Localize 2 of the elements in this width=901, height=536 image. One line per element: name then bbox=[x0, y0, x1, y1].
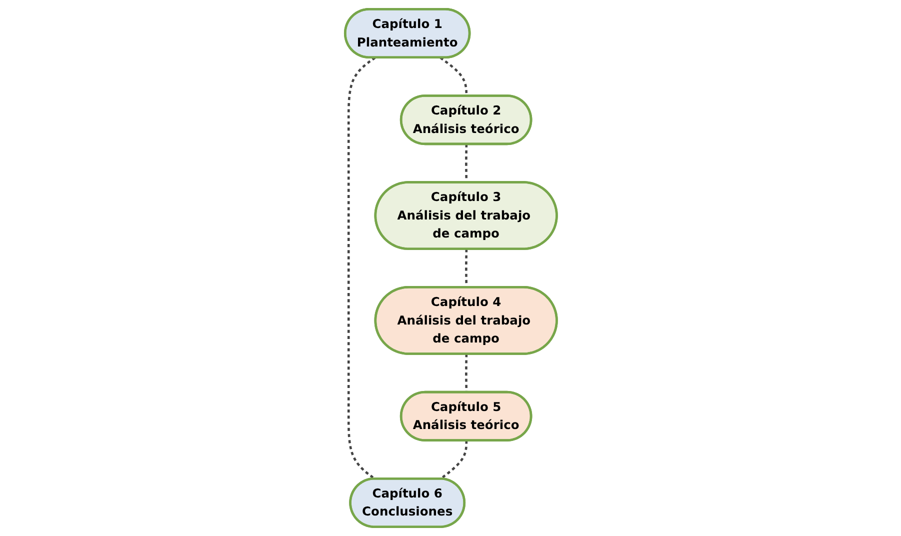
connector bbox=[347, 56, 376, 480]
connector bbox=[439, 440, 468, 480]
